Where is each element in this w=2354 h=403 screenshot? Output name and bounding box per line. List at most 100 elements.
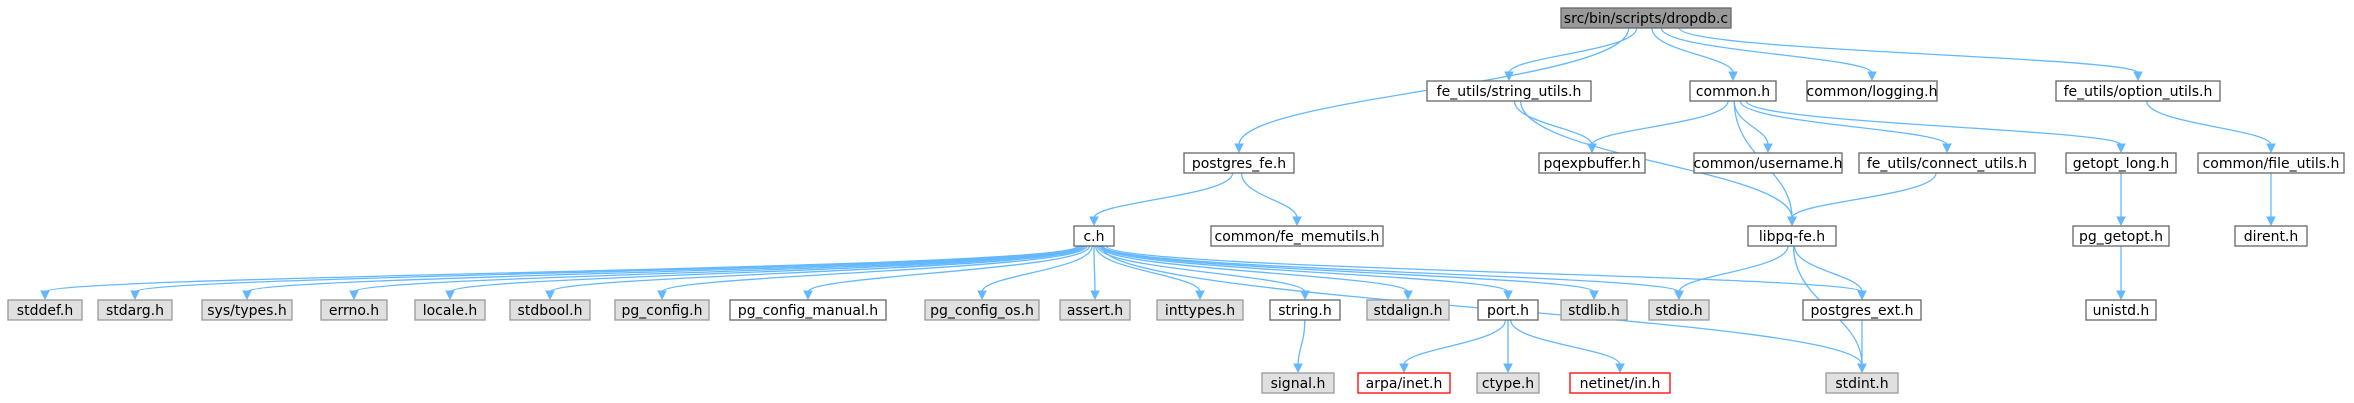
node-common-h[interactable]: common.h [1689, 80, 1777, 102]
node-label: arpa/inet.h [1366, 376, 1443, 392]
node-sys-types-h: sys/types.h [201, 299, 293, 321]
node-label: stddef.h [17, 303, 73, 319]
node-label: ctype.h [1482, 376, 1534, 392]
edge-common-h-to-connect-utils-h [1739, 100, 1952, 154]
node-box [201, 299, 293, 321]
node-username-h[interactable]: common/username.h [1693, 152, 1843, 174]
edge-arrowhead [1503, 290, 1513, 301]
edge-arrowhead [1857, 363, 1867, 374]
node-box [1366, 299, 1450, 321]
node-string-utils-h[interactable]: fe_utils/string_utils.h [1426, 80, 1592, 102]
node-pqexpbuffer-h[interactable]: pqexpbuffer.h [1538, 152, 1646, 174]
edge-c-h-to-errno-h [349, 245, 1083, 301]
node-getopt-long-h[interactable]: getopt_long.h [2065, 152, 2177, 174]
edge-arrowhead [242, 290, 252, 301]
edge-arrowhead [2266, 143, 2276, 154]
edge-arrowhead [545, 290, 555, 301]
node-box [1560, 7, 1732, 29]
node-label: stdio.h [1655, 303, 1702, 319]
node-label: c.h [1083, 229, 1104, 245]
node-box [1802, 299, 1922, 321]
node-inttypes-h: inttypes.h [1156, 299, 1244, 321]
node-label: fe_utils/option_utils.h [2064, 84, 2213, 100]
node-string-h[interactable]: string.h [1269, 299, 1341, 321]
node-box [2197, 152, 2345, 174]
node-label: common.h [1696, 84, 1770, 100]
edge-arrowhead [2116, 143, 2126, 154]
edge-arrowhead [977, 290, 987, 301]
node-dirent-h[interactable]: dirent.h [2234, 225, 2308, 247]
edge-c-h-to-postgres-ext-h [1105, 245, 1867, 301]
node-box [1261, 372, 1335, 394]
node-label: netinet/in.h [1580, 376, 1661, 392]
edge-arrowhead [1587, 143, 1597, 154]
edge-c-h-to-pg-config-h [657, 245, 1088, 301]
edge-arrowhead [1763, 143, 1773, 154]
node-box [1825, 372, 1899, 394]
node-locale-h: locale.h [414, 299, 486, 321]
node-label: string.h [1278, 303, 1332, 319]
node-box [1806, 80, 1938, 102]
node-option-utils-h[interactable]: fe_utils/option_utils.h [2055, 80, 2221, 102]
edge-common-h-to-pqexpbuffer-h [1587, 100, 1729, 154]
node-assert-h: assert.h [1059, 299, 1131, 321]
node-pg-config-manual-h[interactable]: pg_config_manual.h [729, 299, 887, 321]
edge-arrowhead [1403, 290, 1413, 301]
node-label: fe_utils/string_utils.h [1437, 84, 1582, 100]
edge-c-h-to-stdio-h [1102, 245, 1684, 301]
node-fe-memutils-h[interactable]: common/fe_memutils.h [1210, 225, 1384, 247]
node-pg-getopt-h[interactable]: pg_getopt.h [2072, 225, 2170, 247]
node-label: src/bin/scripts/dropdb.c [1564, 11, 1728, 27]
edge-c-h-to-stdalign-h [1098, 245, 1413, 301]
node-box [1569, 372, 1671, 394]
node-dropdb-c: src/bin/scripts/dropdb.c [1560, 7, 1732, 29]
edge-dropdb-c-to-option-utils-h [1678, 27, 2143, 82]
node-box [1210, 225, 1384, 247]
edge-arrowhead [2266, 216, 2276, 227]
node-postgres-fe-h[interactable]: postgres_fe.h [1183, 152, 1295, 174]
edge-arrowhead [1615, 363, 1625, 374]
node-netinet-in-h: netinet/in.h [1569, 372, 1671, 394]
node-label: pg_getopt.h [2079, 229, 2163, 245]
node-box [1156, 299, 1244, 321]
edge-string-h-to-signal-h [1293, 319, 1306, 374]
edge-c-h-to-pg-config-os-h [977, 245, 1093, 301]
node-postgres-ext-h[interactable]: postgres_ext.h [1802, 299, 1922, 321]
node-unistd-h[interactable]: unistd.h [2085, 299, 2157, 321]
edge-arrowhead [445, 290, 455, 301]
node-box [1073, 225, 1115, 247]
node-label: postgres_ext.h [1811, 303, 1914, 319]
edge-arrowhead [1589, 290, 1599, 301]
node-logging-h[interactable]: common/logging.h [1806, 80, 1938, 102]
node-label: dirent.h [2244, 229, 2299, 245]
node-box [2085, 299, 2157, 321]
edge-arrowhead [1942, 143, 1952, 154]
node-libpq-fe-h[interactable]: libpq-fe.h [1747, 225, 1837, 247]
node-box [2055, 80, 2221, 102]
node-connect-utils-h[interactable]: fe_utils/connect_utils.h [1858, 152, 2036, 174]
node-file-utils-h[interactable]: common/file_utils.h [2197, 152, 2345, 174]
node-arpa-inet-h: arpa/inet.h [1357, 372, 1451, 394]
node-box [924, 299, 1040, 321]
node-box [1648, 299, 1710, 321]
node-box [2072, 225, 2170, 247]
node-label: common/logging.h [1807, 84, 1938, 100]
node-box [1357, 372, 1451, 394]
node-stddef-h: stddef.h [7, 299, 83, 321]
node-stdint-h: stdint.h [1825, 372, 1899, 394]
node-c-h[interactable]: c.h [1073, 225, 1115, 247]
node-box [729, 299, 887, 321]
edge-arrowhead [1867, 71, 1877, 82]
node-box [7, 299, 83, 321]
node-box [1477, 299, 1539, 321]
node-label: unistd.h [2093, 303, 2150, 319]
edge-dropdb-c-to-string-utils-h [1504, 27, 1638, 82]
node-port-h[interactable]: port.h [1477, 299, 1539, 321]
nodes-layer: src/bin/scripts/dropdb.c postgres_fe.h fe_… [7, 7, 2345, 394]
edge-arrowhead [1234, 143, 1244, 154]
edge-c-h-to-inttypes-h [1095, 245, 1205, 301]
edge-arrowhead [803, 290, 813, 301]
node-box [509, 299, 591, 321]
node-box [320, 299, 388, 321]
